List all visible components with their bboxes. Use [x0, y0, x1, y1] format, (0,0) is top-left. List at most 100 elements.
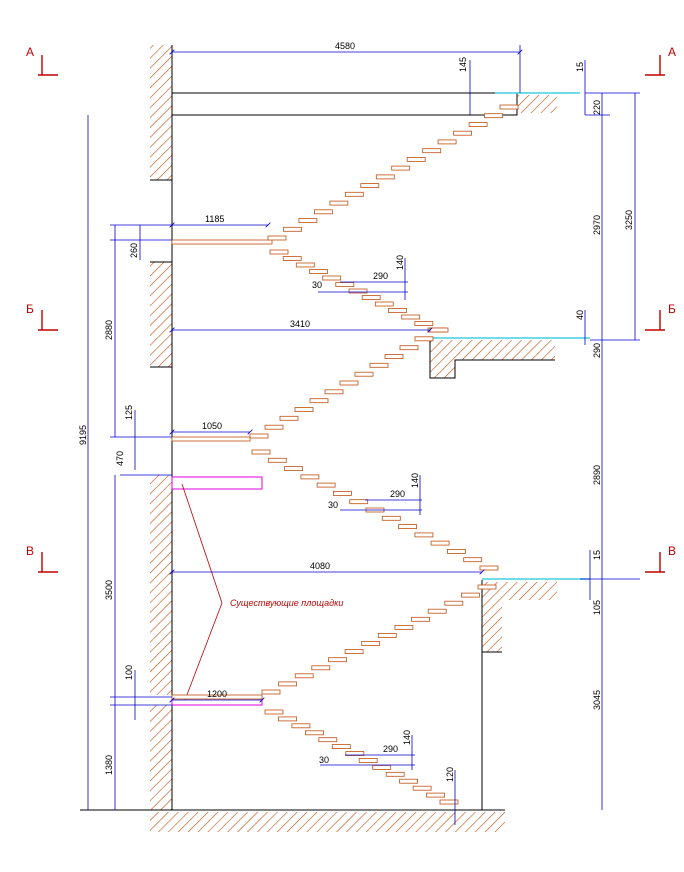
stair-tread: [282, 256, 302, 261]
section-v-left: В: [26, 544, 34, 558]
stair-tread: [322, 275, 342, 281]
stair-tread: [267, 235, 287, 241]
stair-tread: [463, 557, 483, 563]
dim-step3-140: 140: [402, 730, 412, 745]
stair-tread: [349, 499, 369, 505]
stair-tread: [267, 457, 287, 463]
dim-470: 470: [115, 451, 125, 466]
stair-tread: [294, 673, 314, 679]
top-slab: [171, 92, 580, 116]
stair-tread: [394, 625, 414, 630]
stair-tread: [399, 345, 419, 351]
stair-tread: [358, 758, 378, 763]
stair-tread: [414, 321, 434, 326]
stair-tread: [414, 336, 434, 342]
dim-4080: 4080: [310, 561, 330, 571]
stair-tread: [388, 308, 407, 313]
stair-tread: [446, 549, 466, 554]
dim-2890: 2890: [592, 465, 602, 485]
stair-tread: [278, 716, 297, 722]
stair-tread: [332, 490, 352, 496]
stair-tread: [311, 665, 331, 671]
dim-step2-290: 290: [390, 489, 405, 499]
stair-tread: [344, 191, 364, 197]
stair-tread: [391, 165, 411, 171]
stair-tread: [279, 415, 299, 421]
stair-tread: [348, 288, 368, 294]
stair-tread: [484, 113, 503, 119]
stair-tread: [426, 792, 445, 798]
stair-tread: [313, 209, 333, 215]
dim-125: 125: [124, 405, 134, 420]
stair-tread: [269, 249, 289, 255]
stair-tread: [291, 723, 311, 729]
dim-3045: 3045: [592, 690, 602, 710]
stair-tread: [309, 398, 329, 404]
stair-tread: [328, 657, 347, 663]
stair-tread: [429, 327, 449, 333]
dim-step1-30: 30: [312, 280, 322, 290]
dimension-lines: [87, 45, 640, 825]
dim-1380: 1380: [104, 755, 114, 775]
stair-tread: [298, 218, 318, 223]
dim-top-220: 220: [592, 100, 602, 115]
stair-tread: [300, 474, 320, 480]
dim-step3-290: 290: [383, 744, 398, 754]
stair-tread: [377, 633, 397, 638]
stair-tread: [411, 616, 430, 622]
dim-3410: 3410: [290, 319, 310, 329]
dim-mid-290: 290: [592, 343, 602, 358]
stair-tread: [430, 540, 450, 546]
dim-step1-290: 290: [373, 271, 388, 281]
existing-landings-note: Существующие площадки: [230, 598, 343, 608]
stair-tread: [453, 130, 473, 136]
stair-tread: [499, 104, 519, 110]
stair-tread: [460, 592, 480, 598]
dim-4580: 4580: [335, 41, 355, 51]
stair-tread: [251, 449, 271, 455]
stair-tread: [401, 314, 421, 320]
stair-tread: [374, 301, 394, 307]
stair-tread: [360, 183, 380, 189]
dim-step1-140: 140: [395, 255, 405, 270]
dim-3250: 3250: [624, 210, 634, 230]
dim-2970: 2970: [592, 215, 602, 235]
stair-tread: [361, 641, 381, 646]
landing-platforms: [171, 239, 273, 700]
stair-tread: [406, 156, 426, 162]
section-a-right: А: [668, 45, 676, 59]
stair-tread: [249, 433, 269, 439]
note-leaders: Существующие площадки: [181, 483, 343, 701]
dim-9195: 9195: [78, 425, 88, 445]
stair-tread: [318, 737, 338, 743]
dim-1050: 1050: [202, 421, 222, 431]
stair-tread: [369, 362, 389, 368]
stair-tread: [361, 295, 381, 300]
dim-mid-40: 40: [575, 310, 585, 320]
lower-slab: [481, 578, 590, 810]
stair-tread: [283, 226, 302, 232]
dim-100: 100: [124, 665, 134, 680]
dim-low-15: 15: [592, 550, 602, 560]
dim-low-105: 105: [592, 600, 602, 615]
stair-tread: [331, 744, 351, 749]
dim-1185: 1185: [205, 214, 224, 224]
section-marks: А А Б Б В В: [26, 45, 676, 573]
section-v-right: В: [668, 544, 676, 558]
dim-step2-30: 30: [328, 500, 338, 510]
stair-tread: [468, 122, 488, 127]
stair-tread: [439, 799, 459, 805]
dim-260: 260: [129, 243, 139, 258]
stair-tread: [437, 139, 457, 145]
stair-tread: [385, 771, 405, 777]
stair-tread: [264, 709, 284, 715]
stair-tread: [381, 515, 401, 521]
stair-tread: [264, 424, 284, 430]
dim-top-15: 15: [575, 62, 585, 72]
stair-tread: [384, 354, 404, 359]
dim-step2-140: 140: [410, 473, 420, 488]
stair-tread: [294, 407, 314, 412]
stair-tread: [399, 778, 419, 784]
existing-landings: [171, 476, 263, 706]
stair-treads: [249, 104, 519, 805]
